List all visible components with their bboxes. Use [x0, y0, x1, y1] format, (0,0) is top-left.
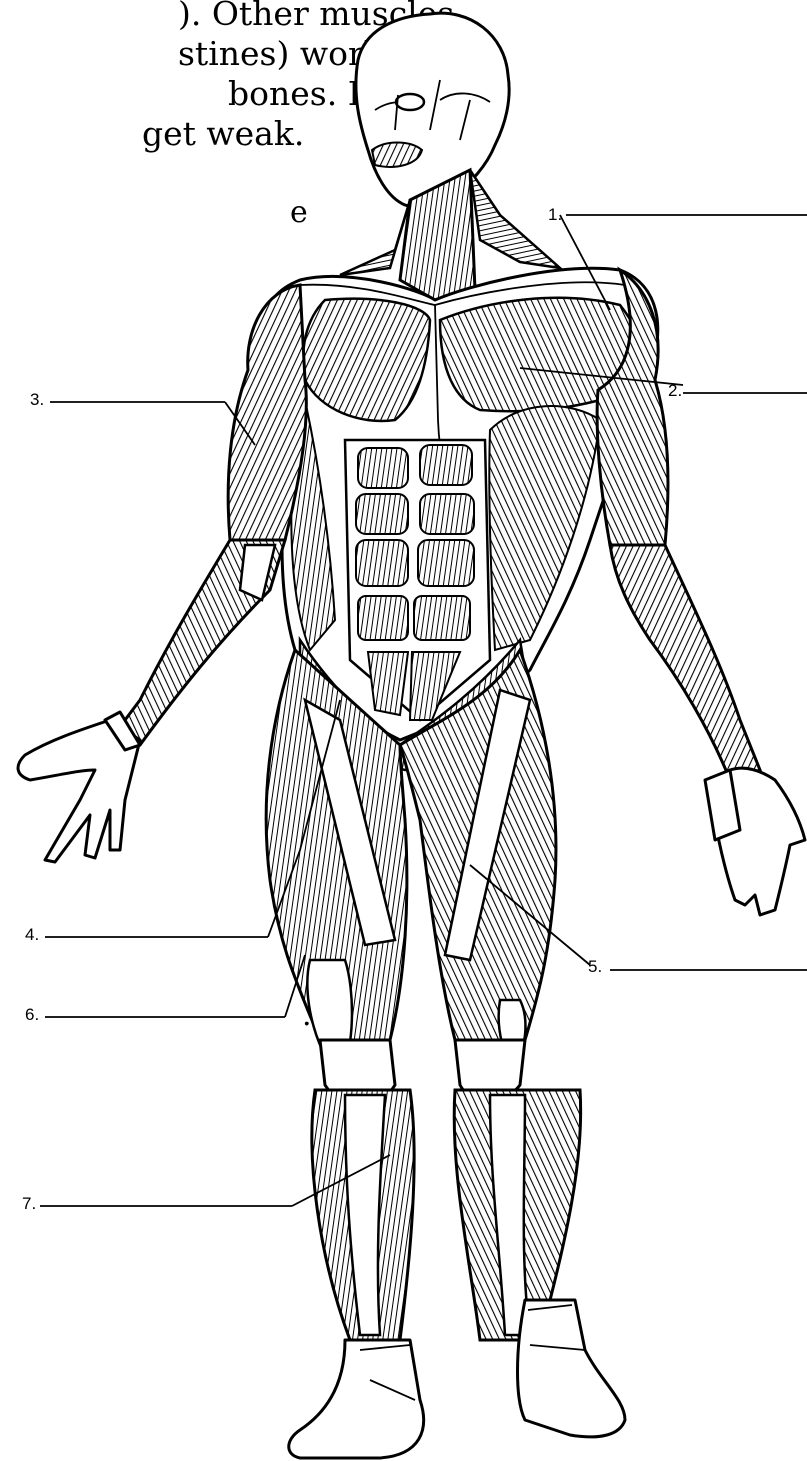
label-6: 6.: [25, 1005, 39, 1024]
leg-viewer-left: [266, 650, 423, 1458]
label-2: 2.: [668, 381, 682, 400]
label-7: 7.: [22, 1194, 36, 1213]
arm-viewer-left: [18, 285, 306, 862]
label-1: 1.: [548, 205, 562, 224]
label-5: 5.: [588, 957, 602, 976]
torso: [265, 268, 658, 740]
leg-viewer-right: [400, 650, 625, 1437]
head: [356, 13, 509, 207]
label-3: 3.: [30, 390, 44, 409]
arm-viewer-right: [597, 270, 805, 915]
label-4: 4.: [25, 925, 39, 944]
